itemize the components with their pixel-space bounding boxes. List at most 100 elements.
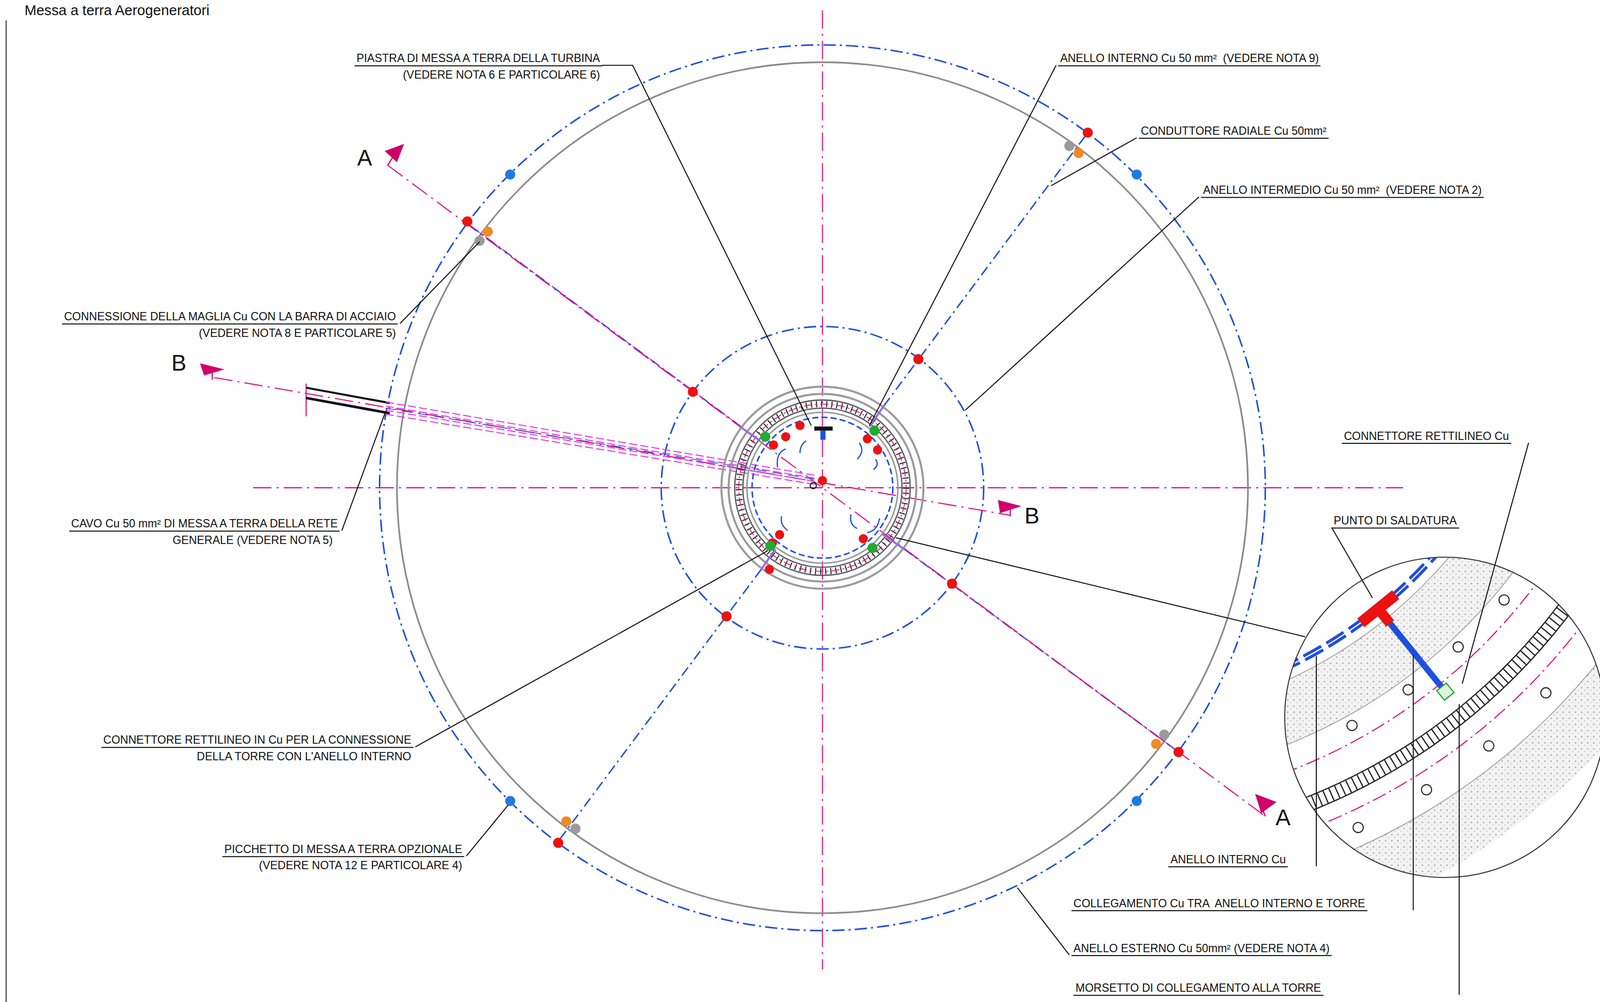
weld-dot [946, 578, 957, 589]
callout-label: ANELLO INTERMEDIO Cu 50 mm² (VEDERE NOTA… [1201, 183, 1484, 198]
band-edge [559, 0, 1600, 783]
weld-dot [1173, 747, 1184, 758]
leader [895, 537, 1306, 637]
bolt-hole [1453, 641, 1464, 652]
frame-line [5, 20, 7, 1002]
weld-dot [872, 445, 883, 455]
tower-wall-edge [502, 0, 1600, 839]
leader-lines [341, 65, 1529, 996]
weld-dot [721, 611, 732, 622]
callout-label: CONNETTORE RETTILINEO Cu [1341, 429, 1511, 444]
callout-label: CONNETTORE RETTILINEO IN Cu PER LA CONNE… [101, 733, 414, 748]
leader [466, 805, 509, 856]
clamp-dot [561, 816, 572, 827]
callout-label: CONNESSIONE DELLA MAGLIA Cu CON LA BARRA… [62, 310, 398, 325]
section-a [384, 144, 1277, 817]
callout-label: ANELLO INTERNO Cu [1168, 852, 1289, 868]
link-segment [739, 426, 761, 441]
band-edge [618, 0, 1561, 724]
leader [1462, 442, 1529, 684]
tower-base [721, 386, 924, 589]
rod-dot [505, 795, 516, 807]
cable-line [385, 408, 817, 480]
jumper [873, 458, 878, 470]
leader [869, 65, 1057, 426]
bolt-line [472, 0, 1600, 870]
turbine-plate [814, 426, 833, 440]
callout-label: ANELLO ESTERNO Cu 50mm² (VEDERE NOTA 4) [1071, 941, 1332, 956]
tower-connectors [760, 425, 880, 553]
callout-label: (VEDERE NOTA 8 E PARTICOLARE 5) [196, 326, 398, 340]
pedestal-edge [721, 386, 924, 589]
rebar-points [474, 140, 1170, 834]
plate-bar [814, 426, 833, 431]
callout-label: ANELLO INTERNO Cu 50 mm² (VEDERE NOTA 9) [1058, 52, 1321, 67]
vertical-axis [821, 10, 823, 970]
jumper [799, 440, 807, 454]
weld-stem [1373, 604, 1395, 627]
clamp-dot [1073, 147, 1084, 159]
section-arrow [1255, 793, 1277, 814]
connector-dot [760, 431, 771, 442]
inner-ring [751, 417, 893, 559]
cable-line [385, 401, 817, 476]
pedestal-edge [728, 394, 917, 582]
section-line [387, 165, 1266, 817]
callout-label: PUNTO DI SALDATURA [1331, 514, 1459, 529]
weld-dot [553, 837, 564, 849]
outer-ring [379, 44, 1266, 931]
leader [415, 550, 768, 747]
tower-wall-hatch [496, 0, 1600, 846]
detail-view [406, 0, 1600, 936]
callout-label: GENERALE (VEDERE NOTA 5) [170, 533, 335, 547]
inner-jumpers [777, 440, 880, 533]
callout-label: (VEDERE NOTA 6 E PARTICOLARE 6) [400, 68, 603, 82]
weld-dot [913, 353, 924, 365]
rebar-dot [1064, 140, 1075, 151]
weld-bar [1357, 590, 1400, 628]
callout-label: CONDUTTORE RADIALE Cu 50mm² [1138, 124, 1329, 139]
callout-label: MORSETTO DI COLLEGAMENTO ALLA TORRE [1073, 981, 1324, 996]
horizontal-axis [252, 487, 1403, 489]
radial-line [467, 223, 741, 427]
detail-outline [1284, 557, 1600, 878]
radial-line [467, 223, 741, 427]
radial-line [557, 569, 762, 843]
bolt-line [533, 0, 1600, 809]
weld-dot [858, 534, 869, 544]
rebar-dot [570, 823, 581, 834]
leader [965, 196, 1200, 411]
callout-label: COLLEGAMENTO Cu TRA ANELLO INTERNO E TOR… [1071, 896, 1368, 912]
weld-dot [462, 216, 473, 227]
section-letter: A [1273, 806, 1293, 831]
anchor-bolts [1347, 594, 1552, 833]
callout-label: CAVO Cu 50 mm² DI MESSA A TERRA DELLA RE… [69, 517, 340, 532]
weld-dot [795, 420, 805, 431]
connector-dot [867, 542, 878, 554]
weld-dot [687, 386, 699, 397]
detail-content [406, 0, 1600, 936]
jumper [781, 516, 788, 531]
link-segment [881, 533, 905, 549]
jumper [867, 518, 880, 533]
inner-edge [747, 412, 898, 563]
jumper [857, 442, 863, 459]
tower-wall [734, 399, 911, 576]
rebar-dot [1159, 729, 1170, 740]
weld-dot [862, 434, 873, 444]
leader [1051, 137, 1138, 186]
section-arrow [384, 144, 405, 163]
bolt-hole [1540, 687, 1552, 698]
rod-dot [1131, 169, 1143, 180]
connector-dot [869, 425, 880, 436]
leader [1315, 656, 1317, 867]
concrete-band [406, 0, 1600, 936]
band-edge [436, 0, 1600, 905]
concrete-band [588, 0, 1591, 753]
tower-wall-edge [488, 0, 1600, 853]
foundation-edge [396, 62, 1248, 914]
center-mark [810, 482, 817, 489]
section-letter: B [1022, 503, 1042, 529]
leader [399, 241, 480, 324]
leader [341, 411, 386, 531]
